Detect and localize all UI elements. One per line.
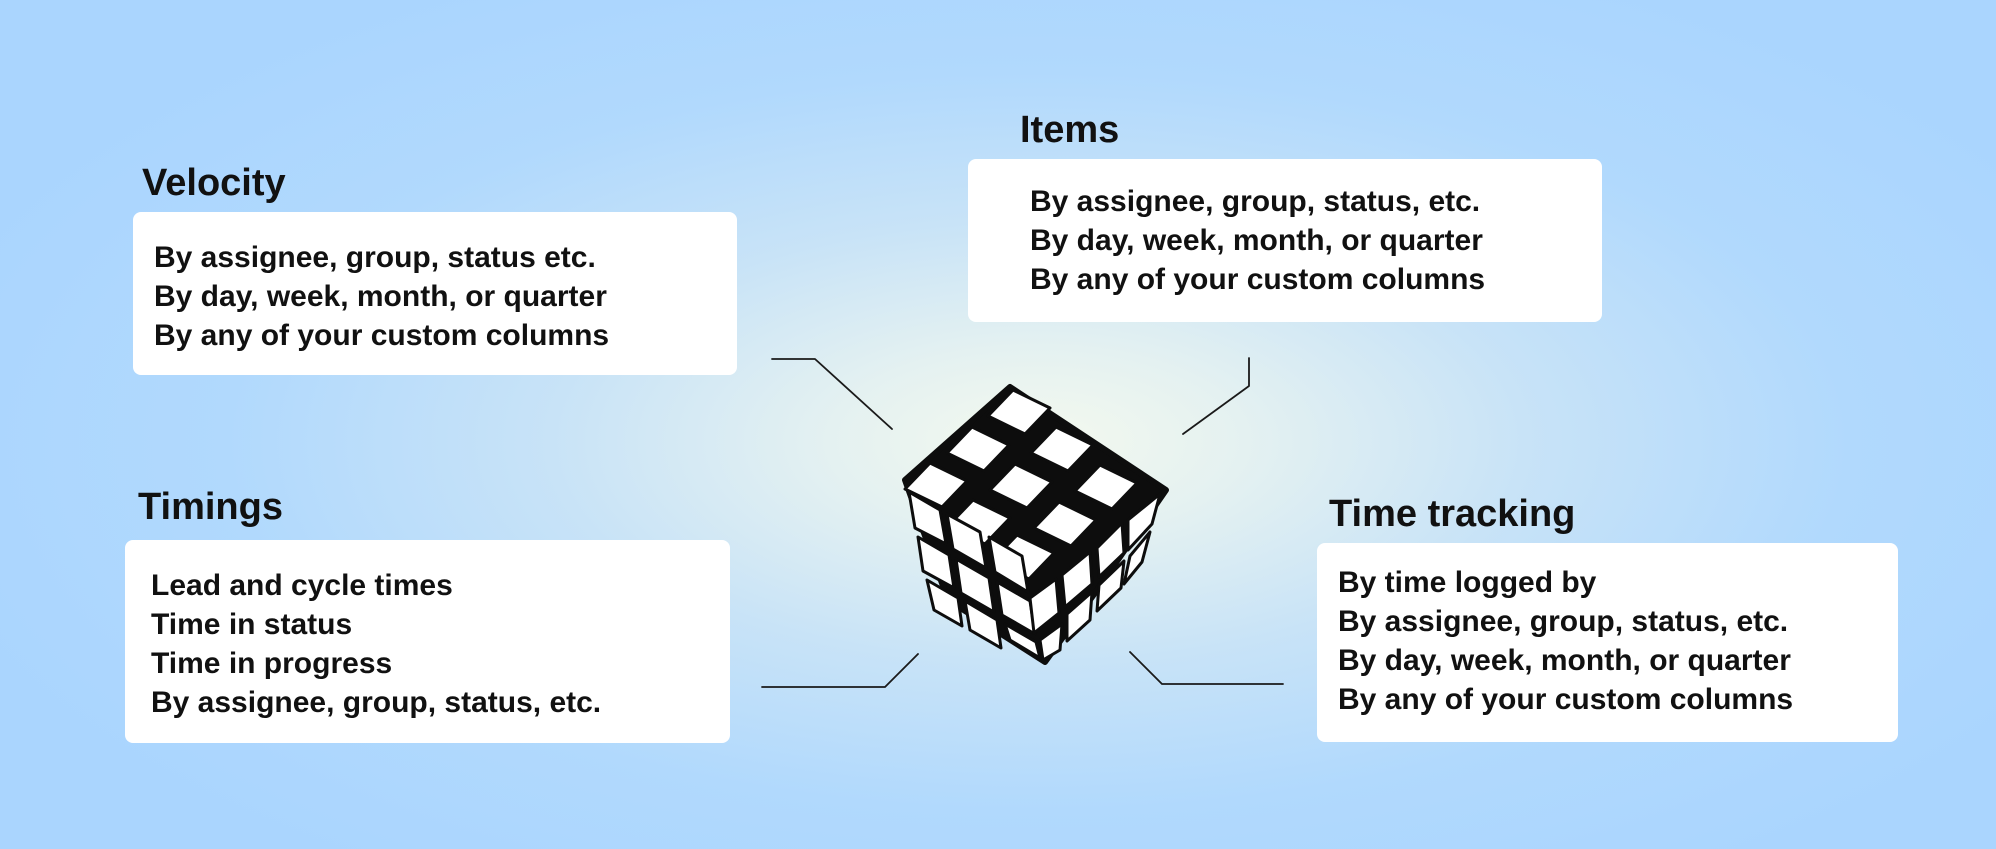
items-title: Items (1020, 109, 1120, 151)
time-tracking-connector (1129, 651, 1284, 685)
list-item: By day, week, month, or quarter (1030, 224, 1483, 257)
list-item: Time in progress (151, 647, 393, 680)
list-item: By assignee, group, status, etc. (151, 686, 602, 719)
velocity-card: By assignee, group, status etc. By day, … (133, 212, 737, 375)
list-item: By assignee, group, status, etc. (1030, 185, 1481, 218)
timings-connector (761, 653, 919, 688)
list-item: By any of your custom columns (1338, 683, 1794, 716)
items-card: By assignee, group, status, etc. By day,… (968, 159, 1602, 322)
list-item: By any of your custom columns (154, 319, 610, 352)
timings-card: Lead and cycle times Time in status Time… (125, 540, 730, 743)
list-item: Time in status (151, 608, 353, 641)
list-item: By any of your custom columns (1030, 263, 1486, 296)
velocity-connector (771, 358, 893, 430)
time-tracking-card: By time logged by By assignee, group, st… (1317, 543, 1898, 742)
list-item: By time logged by (1338, 566, 1597, 599)
items-connector (1182, 357, 1250, 435)
velocity-title: Velocity (142, 162, 286, 204)
list-item: Lead and cycle times (151, 569, 453, 602)
list-item: By day, week, month, or quarter (1338, 644, 1791, 677)
rubiks-cube-icon (902, 384, 1169, 665)
list-item: By day, week, month, or quarter (154, 280, 607, 313)
timings-title: Timings (138, 486, 283, 528)
list-item: By assignee, group, status, etc. (1338, 605, 1789, 638)
list-item: By assignee, group, status etc. (154, 241, 596, 274)
time-tracking-title: Time tracking (1329, 493, 1576, 535)
